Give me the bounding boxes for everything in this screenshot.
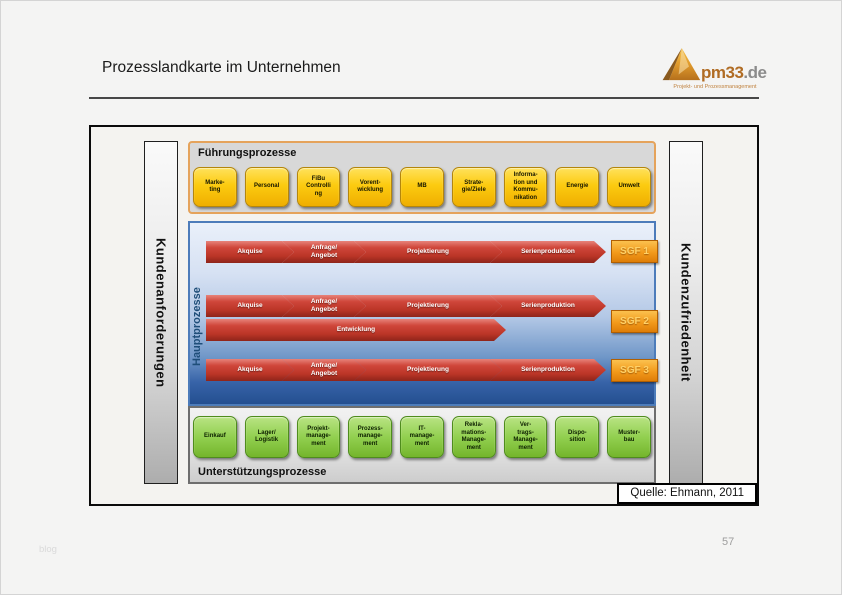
logo-tld-text: .de xyxy=(743,63,767,82)
pm33-logo: pm33.de Projekt- und Prozessmanagement xyxy=(661,46,769,90)
page-title: Prozesslandkarte im Unternehmen xyxy=(102,59,341,76)
process-box-marketing: Marke- ting xyxy=(192,167,237,207)
arrow-anfrage-angebot: Anfrage/ Angebot xyxy=(282,359,366,381)
process-box-prozessmanagement: Prozess- manage- ment xyxy=(348,416,393,458)
process-chain-sgf1: Akquise Anfrage/ Angebot Projektierung S… xyxy=(206,241,606,263)
pyramid-icon xyxy=(661,46,701,83)
arrow-projektierung: Projektierung xyxy=(354,295,502,317)
unterstuetzungsprozesse-title: Unterstützungsprozesse xyxy=(198,466,327,478)
process-box-projektmanagement: Projekt- manage- ment xyxy=(296,416,341,458)
arrow-anfrage-angebot: Anfrage/ Angebot xyxy=(282,295,366,317)
process-box-vertragsmanagement: Ver- trags- Manage- ment xyxy=(503,416,548,458)
arrow-serienproduktion: Serienproduktion xyxy=(490,241,606,263)
process-chain-sgf3: Akquise Anfrage/ Angebot Projektierung S… xyxy=(206,359,606,381)
sgf1-badge: SGF 1 xyxy=(611,240,658,263)
section-hauptprozesse: Hauptprozesse Akquise Anfrage/ Angebot P… xyxy=(188,221,658,406)
footer-blog-label: blog xyxy=(39,544,57,555)
customer-satisfaction-bar: Kundenzufriedenheit xyxy=(669,141,703,484)
process-box-umwelt: Umwelt xyxy=(607,167,652,207)
arrow-entwicklung: Entwicklung xyxy=(206,319,506,341)
process-box-lager-logistik: Lager/ Logistik xyxy=(244,416,289,458)
section-fuehrungsprozesse: Führungsprozesse Marke- ting Personal Fi… xyxy=(188,141,656,214)
logo-brand-text: pm33 xyxy=(701,63,744,82)
process-box-personal: Personal xyxy=(244,167,289,207)
process-box-it-management: IT- manage- ment xyxy=(400,416,444,458)
logo-tagline: Projekt- und Prozessmanagement xyxy=(673,84,757,90)
arrow-serienproduktion: Serienproduktion xyxy=(490,359,606,381)
process-box-information-kommunikation: Informa- tion und Kommu- nikation xyxy=(503,167,548,207)
process-box-energie: Energie xyxy=(555,167,600,207)
fuehrungsprozesse-title: Führungsprozesse xyxy=(198,147,297,159)
title-separator xyxy=(89,97,759,99)
customer-satisfaction-label: Kundenzufriedenheit xyxy=(678,243,694,382)
process-box-mb: MB xyxy=(400,167,444,207)
unterstuetzungsprozesse-box-row: Einkauf Lager/ Logistik Projekt- manage-… xyxy=(190,416,654,458)
source-citation: Quelle: Ehmann, 2011 xyxy=(617,483,757,504)
arrow-projektierung: Projektierung xyxy=(354,359,502,381)
sgf2-badge: SGF 2 xyxy=(611,310,658,333)
process-box-strategie-ziele: Strate- gie/Ziele xyxy=(451,167,496,207)
arrow-akquise: Akquise xyxy=(206,295,294,317)
process-chain-sgf2: Akquise Anfrage/ Angebot Projektierung S… xyxy=(206,295,606,317)
process-box-disposition: Dispo- sition xyxy=(555,416,600,458)
process-box-fibu-controlling: FiBu Controlli ng xyxy=(296,167,341,207)
section-unterstuetzungsprozesse: Einkauf Lager/ Logistik Projekt- manage-… xyxy=(188,406,656,484)
arrow-anfrage-angebot: Anfrage/ Angebot xyxy=(282,241,366,263)
arrow-akquise: Akquise xyxy=(206,241,294,263)
arrow-serienproduktion: Serienproduktion xyxy=(490,295,606,317)
page-number: 57 xyxy=(722,536,735,548)
process-box-reklamationsmanagement: Rekla- mations- Manage- ment xyxy=(451,416,496,458)
fuehrungsprozesse-box-row: Marke- ting Personal FiBu Controlli ng V… xyxy=(190,167,654,207)
arrow-projektierung: Projektierung xyxy=(354,241,502,263)
arrow-akquise: Akquise xyxy=(206,359,294,381)
process-box-einkauf: Einkauf xyxy=(192,416,237,458)
process-map-frame: Kundenanforderungen Kundenzufriedenheit … xyxy=(89,125,759,506)
process-box-vorentwicklung: Vorent- wicklung xyxy=(348,167,393,207)
process-box-musterbau: Muster- bau xyxy=(607,416,652,458)
hauptprozesse-title: Hauptprozesse xyxy=(191,287,203,367)
customer-requirements-bar: Kundenanforderungen xyxy=(144,141,178,484)
sgf3-badge: SGF 3 xyxy=(611,359,658,382)
customer-requirements-label: Kundenanforderungen xyxy=(153,237,169,388)
